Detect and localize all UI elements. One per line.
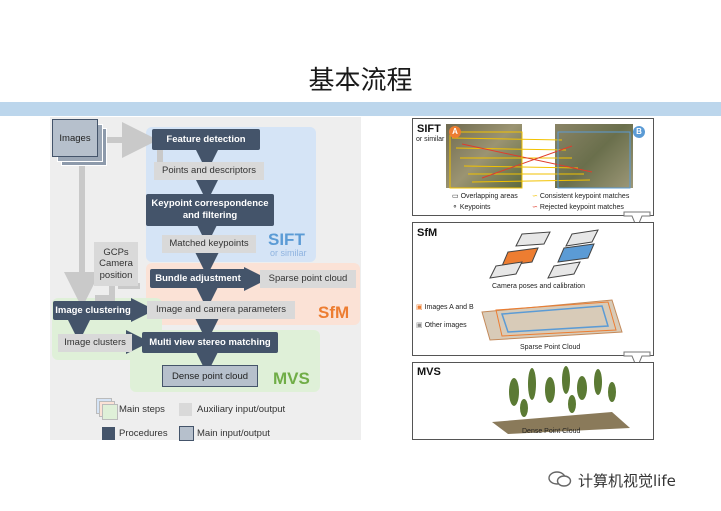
dense-cloud-render xyxy=(492,366,630,434)
image-clustering-step: Image clustering xyxy=(53,301,133,320)
sfm-legend-ab-text: Images A and B xyxy=(424,304,474,311)
keypoint-corr-line2: and filtering xyxy=(182,210,238,221)
legend-main-steps-label: Main steps xyxy=(119,404,165,415)
points-descriptors-output: Points and descriptors xyxy=(154,162,264,180)
sift-legend-keypoints-text: Keypoints xyxy=(459,204,491,211)
sfm-sparse-caption: Sparse Point Cloud xyxy=(520,344,581,351)
mvs-dense-caption: Dense Point Cloud xyxy=(522,428,581,435)
legend-main-io-label: Main input/output xyxy=(197,428,270,439)
sift-legend-rejected-text: Rejected keypoint matches xyxy=(539,204,624,211)
sift-legend-consistent: ∽ Consistent keypoint matches xyxy=(532,193,630,200)
watermark-text: 计算机视觉life xyxy=(578,472,676,490)
dense-point-cloud-output: Dense point cloud xyxy=(162,365,258,387)
aerial-image-b xyxy=(555,124,633,188)
sift-legend-rejected: ∽ Rejected keypoint matches xyxy=(532,204,624,211)
legend-procedures-label: Procedures xyxy=(119,428,168,439)
sift-zone-label: SIFT xyxy=(268,230,305,249)
sift-legend-overlap: ▭ Overlapping areas xyxy=(452,193,518,200)
camera-poses-diagram xyxy=(481,229,623,341)
gcps-camera-input: GCPs Camera position xyxy=(94,242,138,286)
sfm-illustration-label: SfM xyxy=(417,227,438,239)
sift-illustration-sublabel: or similar xyxy=(416,136,445,143)
image-clusters-output: Image clusters xyxy=(58,334,132,352)
gcps-line3: position xyxy=(99,269,133,281)
sift-legend-consistent-text: Consistent keypoint matches xyxy=(539,193,630,200)
images-input: Images xyxy=(52,119,98,157)
badge-b: B xyxy=(633,126,645,138)
sift-legend-overlap-text: Overlapping areas xyxy=(460,193,518,200)
keypoint-corr-line1: Keypoint correspondence xyxy=(151,198,269,210)
matched-keypoints-output: Matched keypoints xyxy=(162,235,256,253)
sfm-legend-other-text: Other images xyxy=(424,322,467,329)
sfm-zone-label: SfM xyxy=(318,303,350,322)
legend-main-io-swatch xyxy=(179,426,194,441)
sfm-legend-ab: ▣ Images A and B xyxy=(416,304,474,311)
feature-detection-step: Feature detection xyxy=(152,129,260,150)
slide-title: 基本流程 xyxy=(308,66,413,96)
mvs-zone-label: MVS xyxy=(273,369,310,388)
gcps-line2: Camera xyxy=(99,258,133,270)
bundle-adjustment-step: Bundle adjustment xyxy=(150,269,246,288)
keypoint-correspondence-step: Keypoint correspondence and filtering xyxy=(146,194,274,226)
sift-illustration-label: SIFT xyxy=(417,123,441,135)
sift-zone-sublabel: or similar xyxy=(270,248,307,258)
wechat-logo-icon xyxy=(548,470,572,488)
legend-aux-swatch xyxy=(179,403,192,416)
legend-procedures-swatch xyxy=(102,427,115,440)
mvs-matching-step: Multi view stereo matching xyxy=(142,332,278,353)
sift-legend-keypoints: ⚬ Keypoints xyxy=(452,204,491,211)
sfm-legend-other: ▣ Other images xyxy=(416,322,467,329)
match-lines xyxy=(449,131,631,189)
legend-aux-label: Auxiliary input/output xyxy=(197,404,286,415)
badge-a: A xyxy=(449,126,461,138)
sfm-poses-caption: Camera poses and calibration xyxy=(492,283,585,290)
legend-main-steps-swatch xyxy=(102,404,118,420)
mvs-illustration-label: MVS xyxy=(417,366,441,378)
image-camera-params-output: Image and camera parameters xyxy=(147,301,295,319)
title-accent-bar xyxy=(0,102,721,116)
gcps-line1: GCPs xyxy=(103,246,129,258)
sparse-point-cloud-output: Sparse point cloud xyxy=(260,270,356,288)
